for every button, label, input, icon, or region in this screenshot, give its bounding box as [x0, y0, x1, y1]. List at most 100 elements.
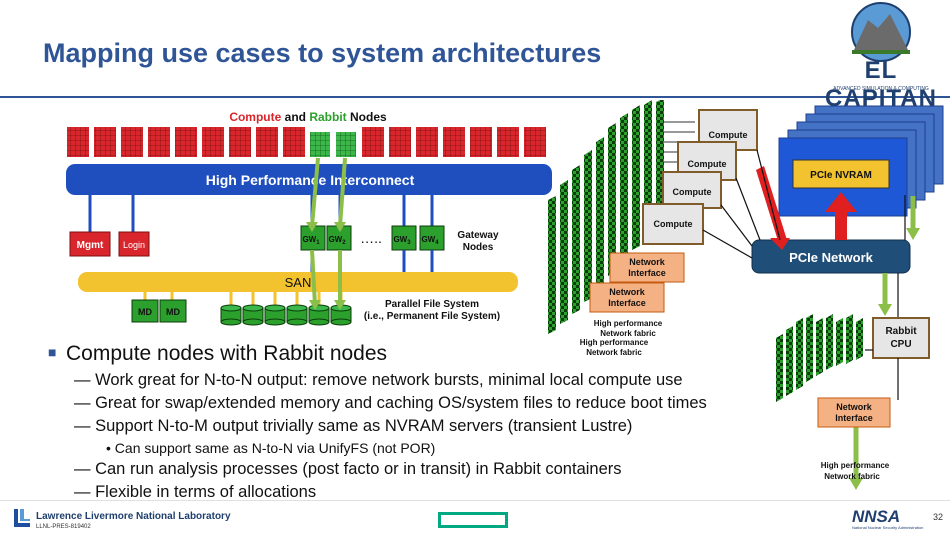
fabric3-line2: Network fabric — [824, 472, 880, 481]
compute-rack — [443, 127, 465, 157]
fabric2-line2: Network fabric — [586, 348, 642, 357]
compute-rack — [202, 127, 224, 157]
compute-rack — [229, 127, 251, 157]
compute-rack — [362, 127, 384, 157]
pcie-nvram-box — [792, 159, 890, 189]
bullet-sub-3: — Support N-to-M output trivially same a… — [74, 417, 633, 435]
title-rule — [0, 96, 950, 98]
gw2-node — [326, 225, 352, 251]
gw1-label: GW1 — [302, 235, 320, 246]
pcie-links — [702, 149, 906, 318]
footer-bar — [0, 500, 950, 536]
ni1-line1: Network — [629, 257, 666, 267]
logo-subtitle: ADVANCED SIMULATION & COMPUTING — [833, 86, 929, 92]
gateway-label-1: Gateway — [457, 230, 499, 241]
rabbit-line2: CPU — [890, 339, 911, 350]
compute-rack — [121, 127, 143, 157]
ni1-line2: Interface — [628, 268, 666, 278]
arrow-heads — [306, 222, 346, 310]
login-node — [118, 231, 150, 257]
green-arrow-heads-right — [849, 228, 920, 490]
heading-nodes: Nodes — [347, 110, 387, 124]
rabbit-rack — [336, 132, 356, 157]
compute-rack — [94, 127, 116, 157]
bullet-sub-1: — Work great for N-to-N output: remove n… — [74, 371, 683, 389]
slide-title: Mapping use cases to system architecture… — [43, 38, 602, 68]
pfs-label-2: (i.e., Permanent File System) — [364, 311, 500, 322]
compute-rack — [148, 127, 170, 157]
fabric1-line1: High performance — [594, 319, 663, 328]
compute-box-4 — [642, 203, 704, 245]
heading-and: and — [281, 110, 309, 124]
llnl-logo-icon — [14, 509, 30, 527]
san-bar — [78, 272, 518, 292]
compute-rack — [283, 127, 305, 157]
compute-1-label: Compute — [709, 130, 748, 140]
pcie-network-label: PCIe Network — [789, 250, 874, 265]
data-flow-arrows — [310, 157, 347, 306]
square-bullet-icon: ■ — [48, 344, 57, 360]
fabric2-line1: High performance — [580, 338, 649, 347]
mgmt-label: Mgmt — [77, 240, 104, 251]
compute-rack — [470, 127, 492, 157]
ni3-line1: Network — [836, 402, 873, 412]
md1-label: MD — [138, 307, 152, 317]
nvram-stack: PCIe NVRAM — [778, 105, 944, 217]
gw4-label: GW4 — [421, 235, 439, 246]
gateway-nodes: GW1 GW2 ….. GW3 GW4 — [300, 225, 445, 251]
network-interface-2 — [589, 282, 665, 313]
gateway-san-lines — [310, 250, 434, 272]
disk-icon — [220, 304, 242, 326]
disk-icon — [286, 304, 308, 326]
disk-icon — [330, 304, 352, 326]
compute-rack — [67, 127, 89, 157]
nvram-label: PCIe NVRAM — [810, 170, 872, 181]
mgmt-node — [69, 231, 111, 257]
gw4-node — [419, 225, 445, 251]
md2-label: MD — [166, 307, 180, 317]
login-label: Login — [123, 240, 145, 250]
interconnect-label: High Performance Interconnect — [206, 172, 415, 188]
disk-icon — [308, 304, 330, 326]
compute-rack — [524, 127, 546, 157]
page-number: 32 — [933, 512, 944, 522]
nodes-heading: Compute and Rabbit Nodes — [229, 110, 387, 124]
green-flow-arrows-right — [853, 196, 916, 480]
bullet-sub-2: — Great for swap/extended memory and cac… — [74, 394, 707, 412]
disk-array — [220, 304, 352, 326]
gateway-label-2: Nodes — [463, 242, 494, 253]
heading-compute: Compute — [229, 110, 281, 124]
compute-rack — [497, 127, 519, 157]
gw3-label: GW3 — [393, 235, 411, 246]
disk-icon — [242, 304, 264, 326]
compute-box-3 — [662, 171, 722, 209]
compute-4-label: Compute — [654, 219, 693, 229]
architecture-diagram: Compute and Rabbit Nodes High Performanc… — [66, 100, 944, 490]
connector-lines — [88, 195, 434, 232]
san-label: SAN — [285, 275, 312, 290]
bullet-main: ■Compute nodes with Rabbit nodes — [48, 342, 388, 365]
ni3-line2: Interface — [835, 413, 873, 423]
md-node-1 — [131, 299, 159, 323]
lab-name: Lawrence Livermore National Laboratory — [36, 511, 231, 522]
pfs-label-1: Parallel File System — [385, 299, 479, 310]
compute-3-label: Compute — [673, 187, 712, 197]
mountain-emblem-icon — [851, 2, 911, 62]
ni2-line2: Interface — [608, 298, 646, 308]
san-drops — [143, 292, 343, 305]
nnsa-subtitle: National Nuclear Security Administration — [852, 525, 924, 530]
rabbit-cpu-box — [872, 317, 930, 359]
network-interface-3 — [817, 397, 891, 428]
disk-icon — [264, 304, 286, 326]
bullet-sub-5: — Flexible in terms of allocations — [74, 483, 317, 501]
pcie-network-box — [751, 239, 911, 274]
compute-stack: Compute Compute Compute Compute — [642, 109, 758, 245]
rabbit-rack — [310, 132, 330, 157]
fabric-racks-rabbit — [776, 314, 863, 402]
rabbit-line1: Rabbit — [885, 326, 917, 337]
interconnect-bar — [66, 164, 552, 195]
fabric3-line1: High performance — [821, 461, 890, 470]
compute-rack — [175, 127, 197, 157]
node-racks — [67, 127, 546, 157]
compute-rack — [256, 127, 278, 157]
